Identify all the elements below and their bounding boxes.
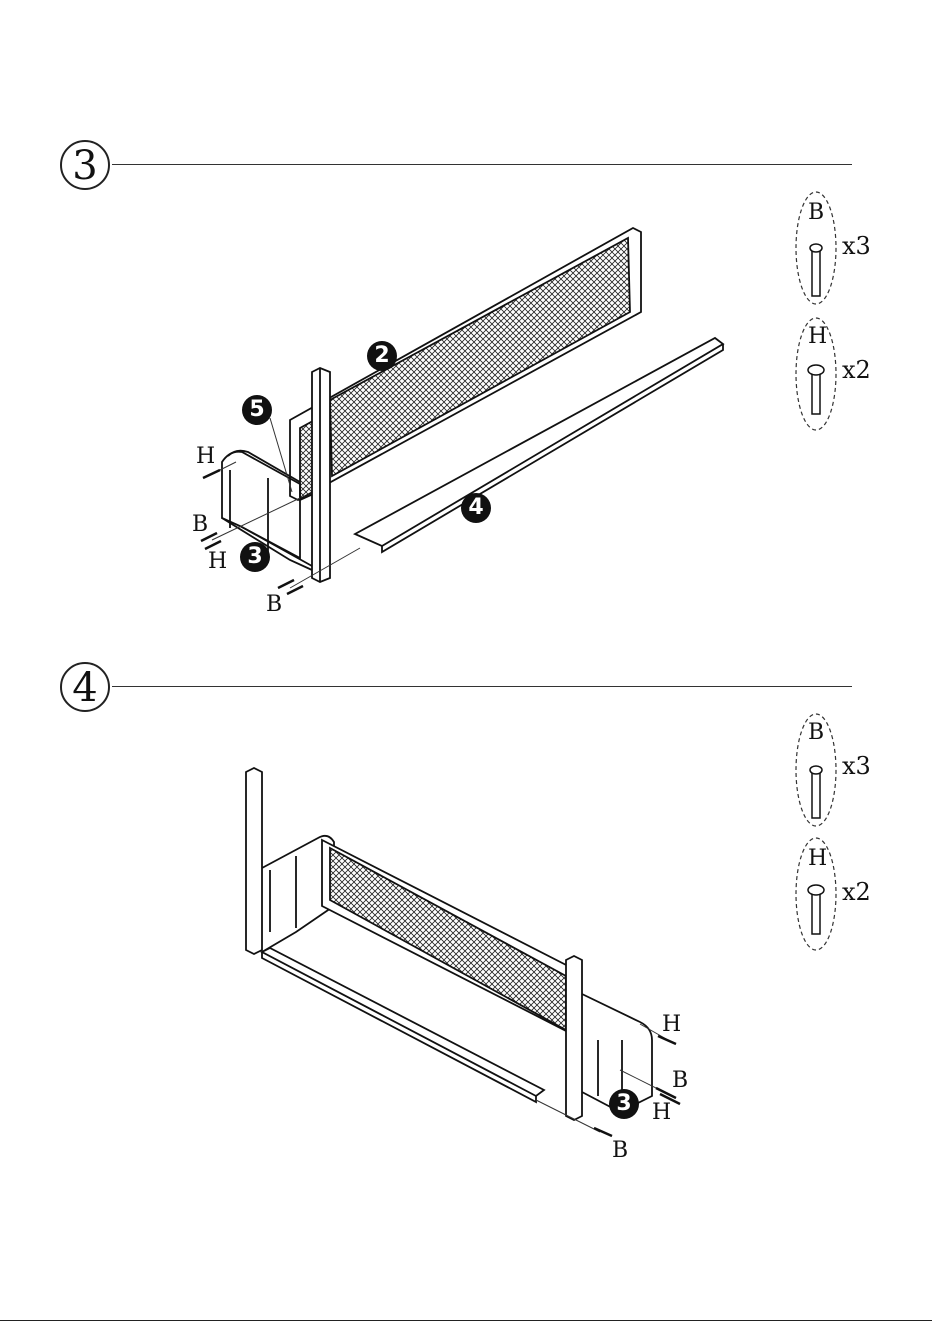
mesh-back-panel — [290, 228, 641, 500]
part-badge: 4 — [461, 493, 491, 523]
step-4-illustration — [0, 660, 932, 1320]
screw-label: H — [662, 1014, 681, 1036]
right-post — [566, 956, 582, 1120]
screw-label: B — [672, 1070, 688, 1092]
screw-label: B — [266, 594, 282, 616]
part-badge: 3 — [609, 1089, 639, 1119]
hardware-h: H x2 — [798, 320, 898, 440]
page-bottom-rule — [0, 1320, 932, 1321]
upright-post — [312, 368, 330, 582]
screw-label: B — [612, 1140, 628, 1162]
screw-label: B — [192, 514, 208, 536]
hardware-letter: B — [808, 200, 824, 225]
step-3: 3 — [0, 0, 932, 660]
hardware-quantity: x3 — [842, 752, 871, 780]
step-3-illustration — [0, 0, 932, 660]
step-4: 4 — [0, 660, 932, 1320]
hardware-letter: H — [808, 846, 827, 871]
hardware-letter: H — [808, 324, 827, 349]
hardware-b: B x3 — [798, 716, 898, 836]
screw-label: H — [208, 551, 227, 573]
hardware-quantity: x2 — [842, 356, 871, 384]
part-badge: 2 — [367, 341, 397, 371]
screw-label: H — [196, 446, 215, 468]
screw-label: H — [652, 1102, 671, 1124]
left-post — [246, 768, 262, 954]
hardware-b: B x3 — [798, 196, 898, 316]
part-badge: 3 — [240, 542, 270, 572]
hardware-quantity: x3 — [842, 232, 871, 260]
hardware-quantity: x2 — [842, 878, 871, 906]
hardware-h: H x2 — [798, 842, 898, 962]
hardware-letter: B — [808, 720, 824, 745]
mesh-back-panel — [322, 840, 572, 1034]
part-badge: 5 — [242, 395, 272, 425]
